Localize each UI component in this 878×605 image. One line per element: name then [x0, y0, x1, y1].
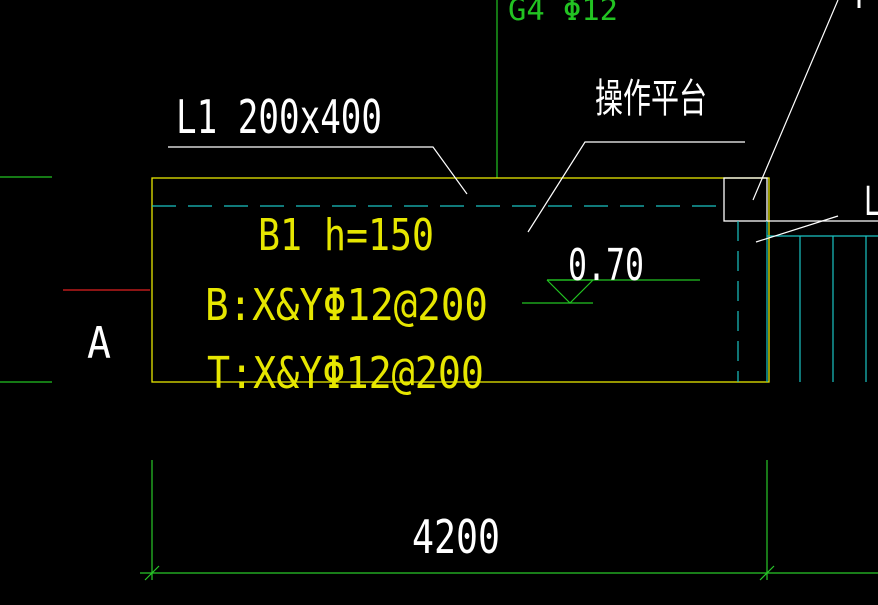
slab-label: B1 h=150 [258, 210, 434, 261]
bottom-rebar-label: B:X&YΦ12@200 [205, 280, 488, 331]
right-side-leader [755, 215, 839, 243]
elevation-symbol [522, 279, 700, 304]
platform-label-leader [527, 141, 745, 233]
dimension-lines [140, 460, 878, 581]
edge-right-label: L [864, 179, 878, 225]
top-right-leader [752, 0, 839, 201]
dimension-label: 4200 [412, 510, 500, 564]
platform-label: 操作平台 [595, 76, 707, 122]
top-rebar-label: G4 Φ12 [508, 0, 618, 28]
elevation-label: 0.70 [568, 240, 644, 291]
column-square [723, 177, 768, 222]
edge-top-right-label: T [850, 0, 868, 16]
stair-treads [766, 221, 878, 382]
beam-label: L1 200x400 [176, 90, 382, 144]
axis-label: A [87, 318, 111, 369]
top-mesh-label: T:X&YΦ12@200 [207, 348, 484, 399]
slab-outline [151, 177, 770, 383]
beam-label-leader [168, 146, 468, 195]
